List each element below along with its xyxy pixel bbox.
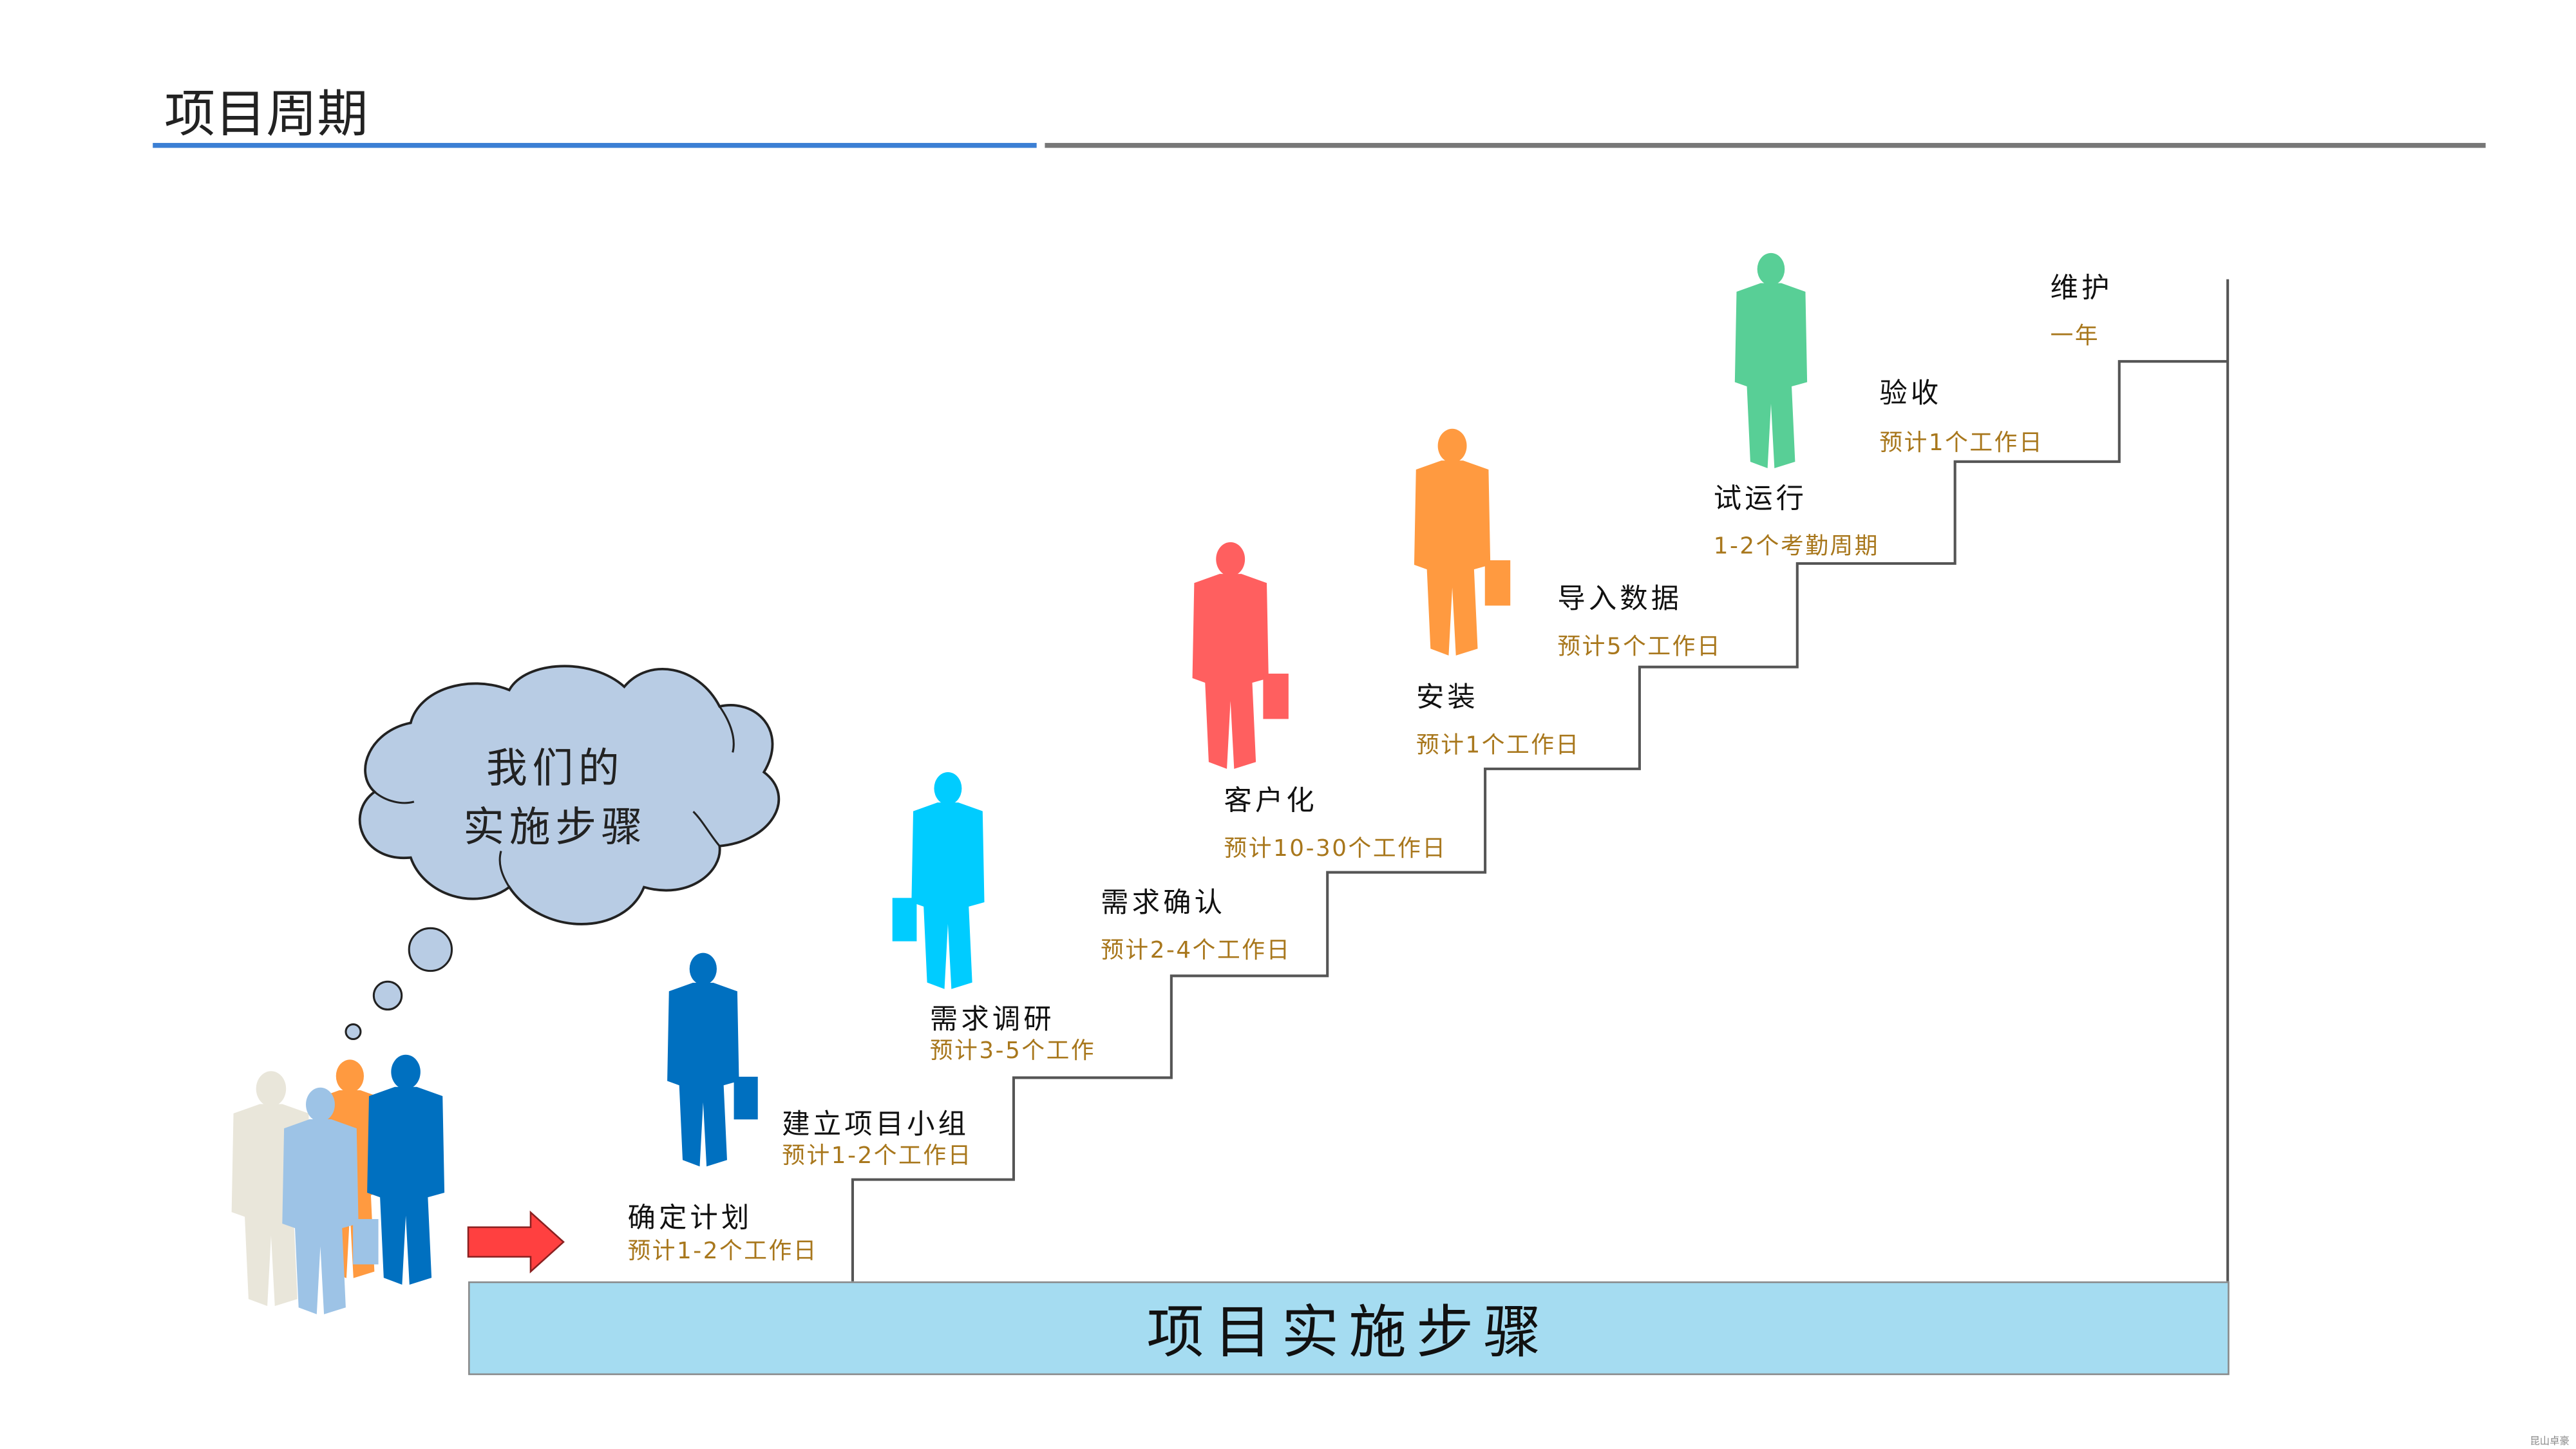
step-duration: 预计1-2个工作日 [627, 1238, 819, 1265]
cloud-text: 我们的 实施步骤 [437, 739, 674, 858]
briefcase-icon [1484, 560, 1511, 606]
right-arrow-icon [467, 1210, 565, 1274]
briefcase-icon [734, 1076, 758, 1120]
step-duration: 预计5个工作日 [1557, 634, 1722, 661]
person-silhouette-icon [1734, 252, 1808, 469]
step-duration: 预计1个工作日 [1416, 732, 1580, 759]
step-label: 需求确认 [1101, 887, 1226, 920]
person-silhouette-icon [367, 1054, 445, 1285]
step-duration: 预计3-5个工作 [929, 1038, 1096, 1065]
thought-bubble-medium [372, 980, 403, 1011]
implementation-steps-bar: 项目实施步骤 [468, 1281, 2230, 1376]
step-duration: 预计10-30个工作日 [1224, 836, 1447, 863]
step-duration: 预计1-2个工作日 [782, 1143, 972, 1170]
step-duration: 1-2个考勤周期 [1713, 534, 1880, 560]
step-label: 安装 [1416, 681, 1479, 715]
briefcase-icon [353, 1218, 379, 1265]
footer-watermark: 昆山卓豪 [2530, 1435, 2570, 1448]
person-silhouette-icon [1414, 428, 1511, 656]
step-label: 建立项目小组 [782, 1108, 970, 1142]
person-silhouette-icon [667, 952, 758, 1167]
step-label: 导入数据 [1557, 583, 1683, 616]
thought-bubble-small [345, 1023, 362, 1041]
step-label: 需求调研 [929, 1003, 1055, 1037]
staircase-line [851, 360, 2228, 1282]
step-duration: 预计1个工作日 [1879, 430, 2044, 457]
cloud-line-2: 实施步骤 [463, 803, 648, 851]
step-label: 验收 [1879, 377, 1942, 411]
briefcase-icon [892, 898, 917, 942]
briefcase-icon [1263, 674, 1289, 719]
step-label: 确定计划 [627, 1202, 753, 1236]
person-silhouette-icon [892, 772, 985, 989]
people-silhouettes [231, 252, 1808, 1314]
page-title: 项目周期 [164, 85, 368, 145]
cloud-line-1: 我们的 [486, 744, 625, 792]
step-label: 维护 [2050, 272, 2113, 306]
step-label: 试运行 [1713, 482, 1808, 516]
thought-bubble-large [408, 927, 453, 972]
person-silhouette-icon [1192, 542, 1289, 769]
thought-cloud [345, 665, 781, 1041]
person-silhouette-icon [282, 1087, 379, 1314]
step-duration: 一年 [2050, 323, 2100, 350]
title-underline [1045, 142, 2486, 148]
step-label: 客户化 [1224, 785, 1318, 819]
title-underline-accent [153, 142, 1037, 148]
step-duration: 预计2-4个工作日 [1101, 938, 1291, 965]
